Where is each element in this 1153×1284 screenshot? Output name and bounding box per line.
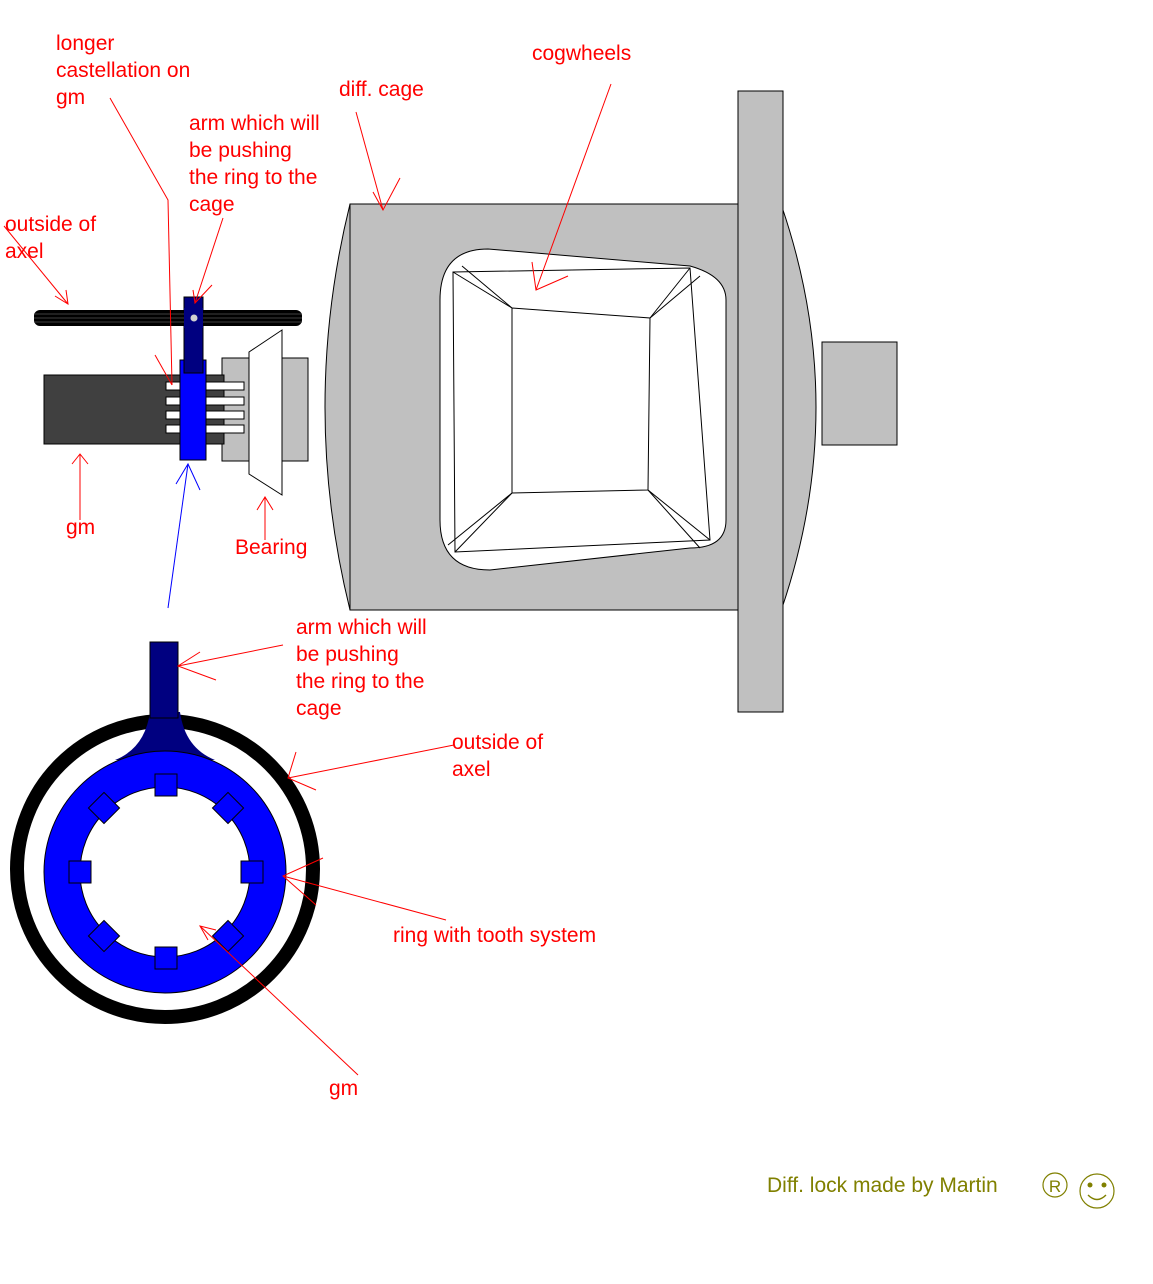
- arm-neck: [115, 712, 215, 760]
- label-ring-tooth-system: ring with tooth system: [393, 924, 597, 947]
- credit-text: Diff. lock made by Martin: [767, 1174, 998, 1197]
- label-diff-cage: diff. cage: [339, 78, 424, 101]
- svg-text:R: R: [1049, 1177, 1061, 1196]
- tooth-ring: [44, 751, 286, 993]
- label-longer-castellation: longer castellation on gm: [56, 32, 191, 109]
- label-gm-top: gm: [66, 516, 96, 539]
- shaft-assembly: [34, 296, 309, 496]
- stub-shaft: [281, 357, 309, 462]
- sliding-ring-side: [179, 359, 207, 461]
- label-cogwheels: cogwheels: [532, 42, 632, 65]
- label-gm-bottom: gm: [329, 1077, 359, 1100]
- leader-lines: [3, 83, 612, 1076]
- label-outside-axel-top: outside of axel: [5, 213, 97, 263]
- pushing-arm-front: [149, 641, 179, 719]
- right-output-shaft: [821, 341, 898, 446]
- arm-pivot-icon: [190, 314, 198, 322]
- cage-flange: [737, 90, 784, 713]
- cage-right-cap: [781, 206, 817, 609]
- label-bearing: Bearing: [235, 536, 308, 559]
- label-arm-bottom: arm which will be pushing the ring to th…: [296, 616, 427, 720]
- registered-mark-icon: R: [1042, 1172, 1068, 1198]
- cage-left-cap: [324, 203, 351, 611]
- view-connector-arrow: [167, 462, 201, 609]
- bearing: [248, 329, 283, 496]
- label-outside-axel-bottom: outside of axel: [452, 731, 544, 781]
- ring-teeth: [68, 773, 264, 970]
- cogwheel-window: [439, 248, 727, 571]
- cog-inner-face: [511, 307, 651, 494]
- label-arm-top: arm which will be pushing the ring to th…: [189, 112, 320, 216]
- smiley-face-icon: [1079, 1173, 1115, 1209]
- ring-front-view: [10, 641, 320, 1024]
